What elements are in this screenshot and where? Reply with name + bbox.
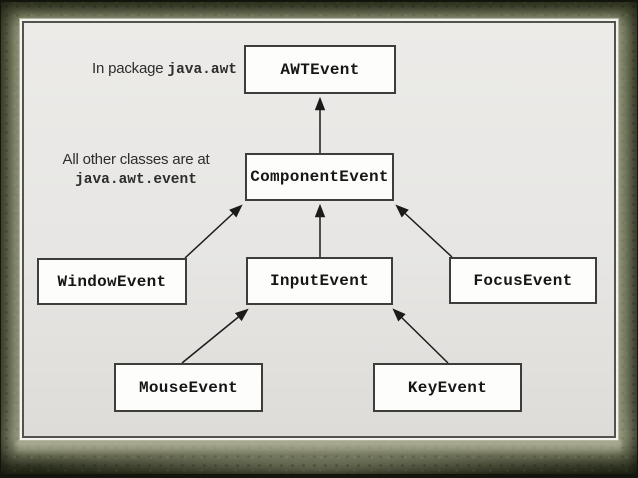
node-windowevent: WindowEvent	[37, 258, 187, 305]
node-label: MouseEvent	[138, 378, 238, 397]
edge-focusevent-to-componentevent	[395, 204, 453, 258]
node-awtevent: AWTEvent	[244, 45, 396, 94]
node-label: FocusEvent	[473, 271, 573, 290]
node-label: ComponentEvent	[250, 168, 389, 186]
hierarchy-arrows	[181, 96, 453, 364]
diagram-canvas: In package java.awt All other classes ar…	[24, 23, 614, 436]
node-focusevent: FocusEvent	[449, 257, 597, 304]
node-label: KeyEvent	[407, 378, 488, 397]
edge-windowevent-to-componentevent	[184, 204, 243, 259]
node-label: WindowEvent	[57, 272, 167, 291]
node-mouseevent: MouseEvent	[114, 363, 263, 412]
location-note-text: All other classes are at	[62, 151, 210, 168]
node-label: InputEvent	[269, 272, 369, 290]
node-inputevent: InputEvent	[246, 257, 393, 305]
edge-keyevent-to-inputevent	[392, 308, 449, 364]
location-note: All other classes are at java.awt.event	[36, 150, 236, 190]
package-note-code: java.awt	[167, 62, 237, 78]
diagram-panel: In package java.awt All other classes ar…	[22, 21, 616, 438]
node-keyevent: KeyEvent	[373, 363, 522, 412]
package-note: In package java.awt	[92, 60, 237, 78]
edge-mouseevent-to-inputevent	[181, 308, 249, 364]
node-label: AWTEvent	[280, 60, 360, 79]
location-note-code: java.awt.event	[75, 172, 197, 188]
frame-light-band	[16, 440, 622, 454]
node-componentevent: ComponentEvent	[245, 153, 394, 201]
package-note-text: In package	[92, 60, 164, 77]
